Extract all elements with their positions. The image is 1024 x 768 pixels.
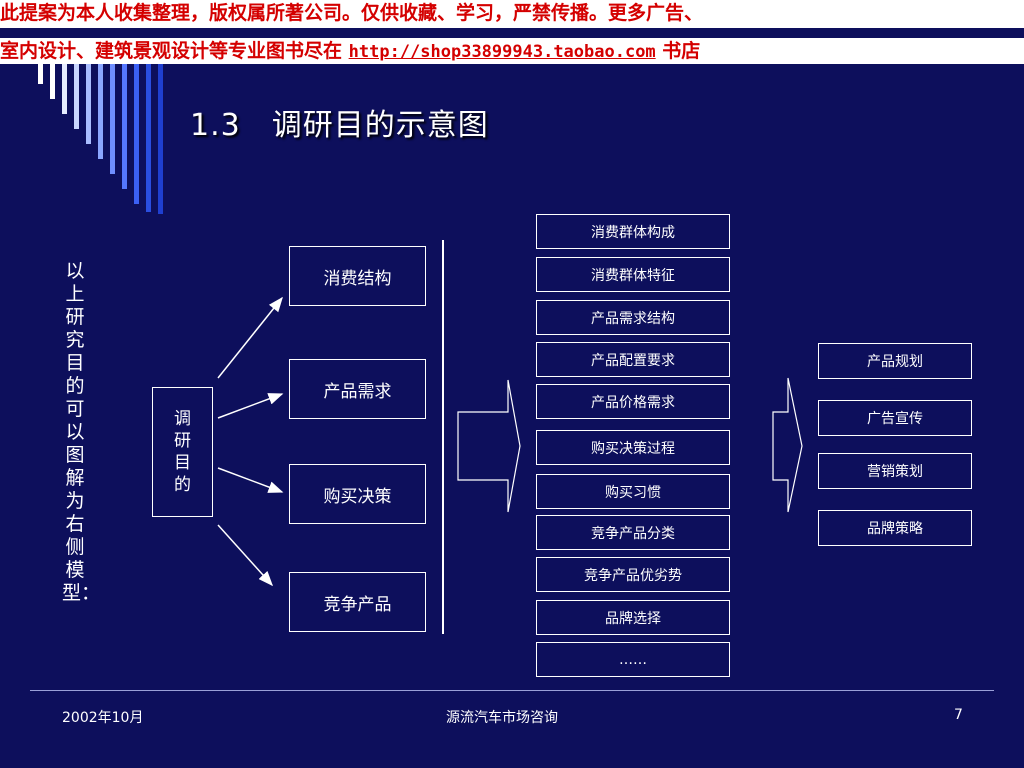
banner-text-2: 室内设计、建筑景观设计等专业图书尽在	[0, 40, 349, 62]
detail-box: 产品配置要求	[536, 342, 730, 377]
category-box-demand: 产品需求	[289, 359, 426, 419]
footer-divider	[30, 690, 994, 691]
detail-box: 消费群体构成	[536, 214, 730, 249]
slide-title: 1.3 调研目的示意图	[190, 108, 489, 143]
block-arrow-2	[772, 377, 803, 513]
category-box-decision: 购买决策	[289, 464, 426, 524]
footer-page-number: 7	[954, 707, 963, 723]
decorative-stripes	[28, 64, 188, 214]
footer-company: 源流汽车市场咨询	[446, 710, 558, 726]
detail-box: 产品需求结构	[536, 300, 730, 335]
detail-box: 购买习惯	[536, 474, 730, 509]
arrow-to-decision	[217, 467, 284, 493]
root-char-2: 研	[174, 431, 191, 451]
category-box-consumption: 消费结构	[289, 246, 426, 306]
block-arrow-1	[457, 379, 521, 513]
root-char-1: 调	[174, 409, 191, 429]
outcome-box-advertising: 广告宣传	[818, 400, 972, 436]
banner-url-link[interactable]: http://shop33899943.taobao.com	[348, 42, 656, 62]
detail-box: 消费群体特征	[536, 257, 730, 292]
outcome-box-brand-strategy: 品牌策略	[818, 510, 972, 546]
detail-box: 竞争产品优劣势	[536, 557, 730, 592]
arrow-to-competition	[217, 524, 274, 587]
arrow-to-demand	[217, 393, 284, 419]
footer-date: 2002年10月	[62, 710, 144, 726]
vertical-divider	[442, 240, 444, 634]
side-caption: 以上研究目的可以图解为右侧模型：	[62, 260, 101, 604]
detail-box: 品牌选择	[536, 600, 730, 635]
arrow-to-consumption	[217, 296, 283, 379]
detail-box: 竞争产品分类	[536, 515, 730, 550]
detail-box-ellipsis: ……	[536, 642, 730, 677]
detail-box: 购买决策过程	[536, 430, 730, 465]
watermark-banner-line2: 室内设计、建筑景观设计等专业图书尽在 http://shop33899943.t…	[0, 38, 1024, 64]
watermark-banner-line1: 此提案为本人收集整理，版权属所著公司。仅供收藏、学习，严禁传播。更多广告、	[0, 0, 1024, 28]
outcome-box-marketing: 营销策划	[818, 453, 972, 489]
banner-text-2-suffix: 书店	[655, 40, 701, 62]
detail-box: 产品价格需求	[536, 384, 730, 419]
category-box-competition: 竞争产品	[289, 572, 426, 632]
root-char-4: 的	[174, 475, 191, 495]
root-char-3: 目	[174, 453, 191, 473]
banner-text-1: 此提案为本人收集整理，版权属所著公司。仅供收藏、学习，严禁传播。更多广告、	[0, 2, 704, 24]
root-box-research-purpose: 调 研 目 的	[152, 387, 213, 517]
outcome-box-product-planning: 产品规划	[818, 343, 972, 379]
